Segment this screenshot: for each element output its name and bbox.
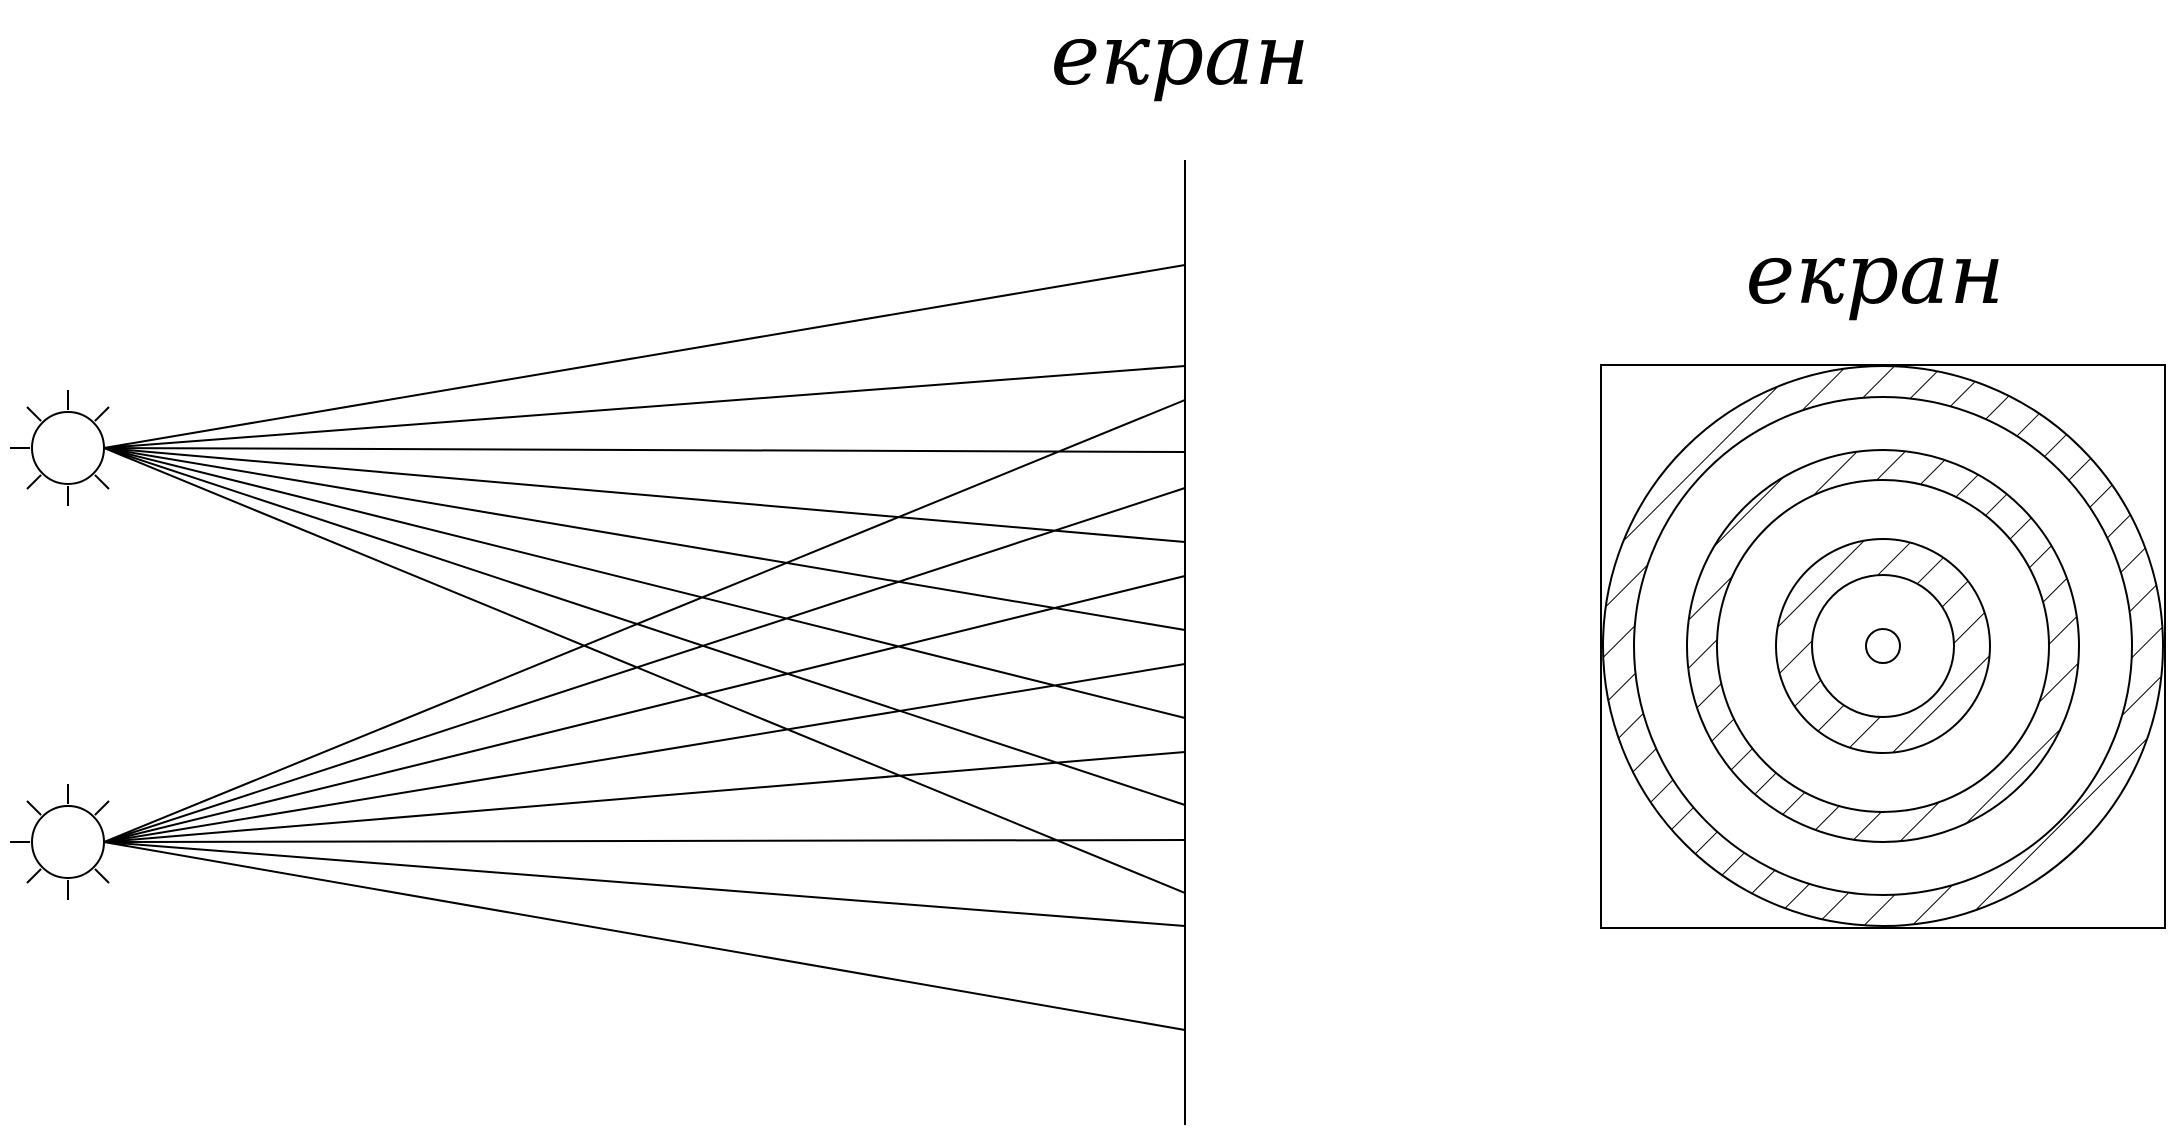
ring-6 [1811, 574, 1955, 718]
ray-source2-7 [103, 841, 1186, 927]
screen-label-front: екран [1745, 225, 2004, 323]
ray-source1-1 [103, 264, 1186, 449]
central-spot [1865, 628, 1901, 664]
ray-source2-5 [103, 751, 1186, 843]
ray-source1-7 [103, 447, 1186, 806]
ray-source1-4 [103, 447, 1186, 543]
ray-source1-2 [103, 365, 1186, 449]
ray-source1-6 [103, 447, 1186, 719]
screen-label-side: екран [1050, 6, 1309, 104]
ray-source2-6 [103, 839, 1186, 843]
ray-source1-8 [103, 447, 1186, 894]
interference-rings [1602, 365, 2164, 927]
ray-source2-3 [103, 575, 1186, 843]
light-sources [10, 390, 126, 900]
light-rays [103, 264, 1186, 1031]
ring-outer [1602, 365, 2164, 927]
ring-5 [1775, 538, 1991, 754]
ring-4 [1716, 479, 2050, 813]
ray-source2-8 [103, 841, 1186, 1031]
light-source-2 [10, 784, 126, 900]
light-source-1 [10, 390, 126, 506]
ring-3 [1686, 449, 2080, 843]
hatched-bright-bands [1601, 365, 2165, 928]
ray-source2-1 [103, 399, 1186, 843]
ray-source2-4 [103, 663, 1186, 843]
ray-source1-3 [103, 447, 1186, 453]
ray-source1-5 [103, 447, 1186, 631]
ray-source2-2 [103, 487, 1186, 843]
ring-2 [1633, 396, 2133, 896]
